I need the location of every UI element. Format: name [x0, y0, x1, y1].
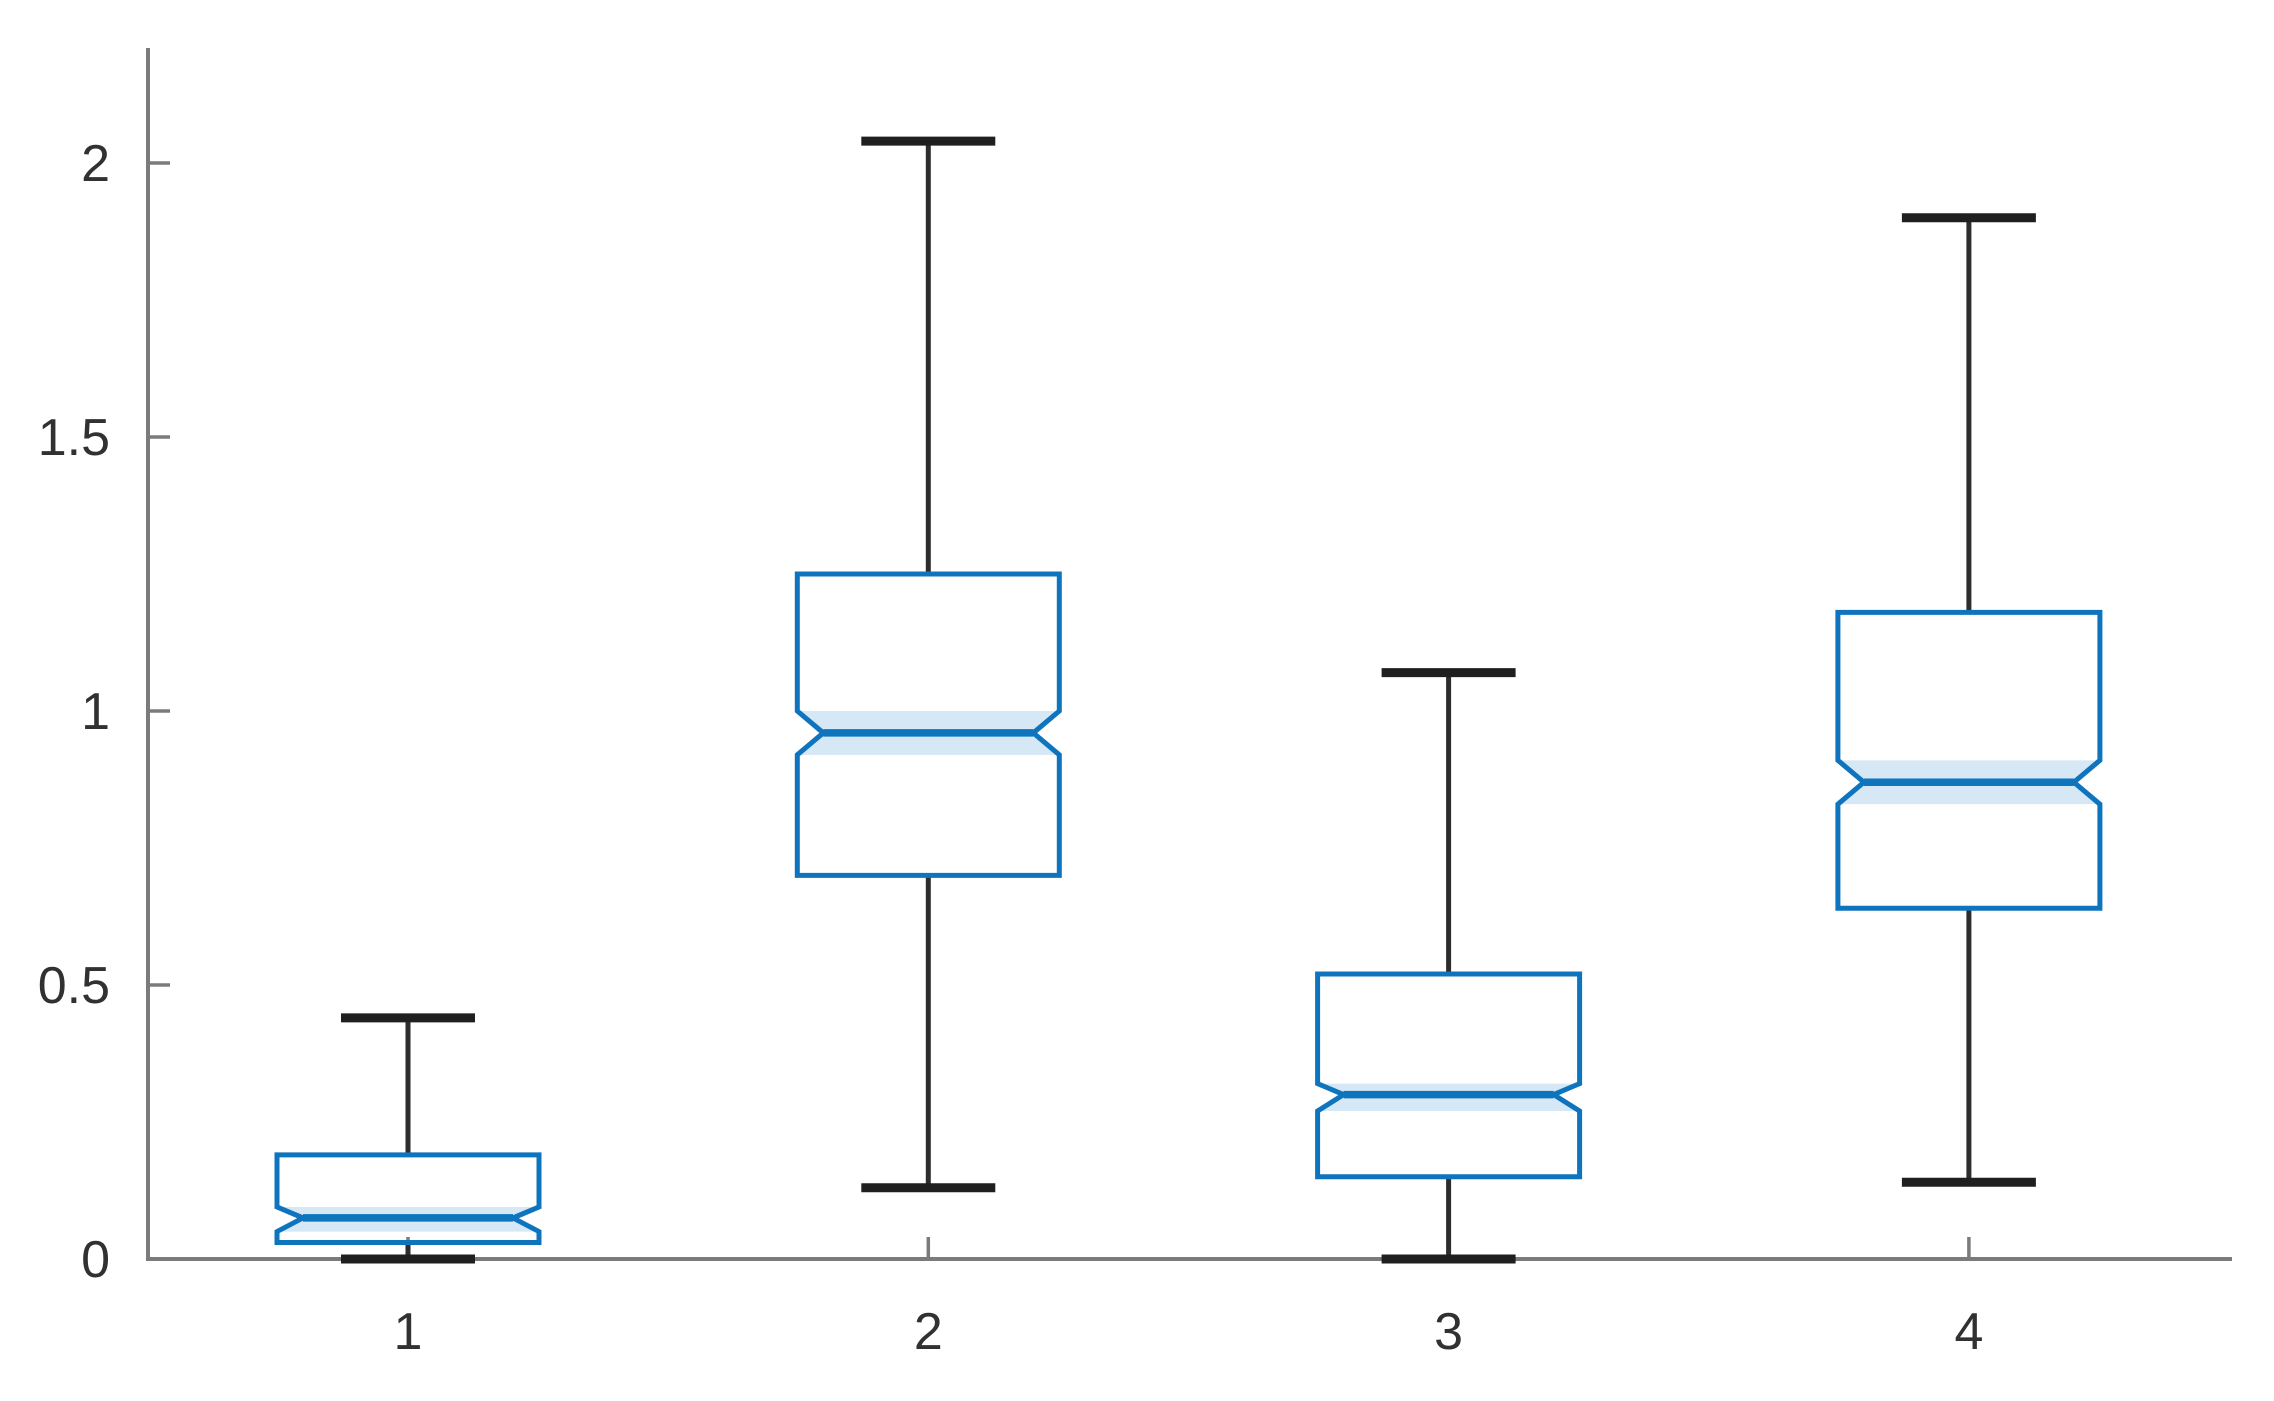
y-tick-label: 1.5	[38, 409, 110, 467]
y-tick-label: 0.5	[38, 957, 110, 1015]
y-tick-label: 1	[81, 683, 110, 741]
box-outline	[1315, 971, 1583, 1180]
x-tick-label: 4	[1954, 1303, 1983, 1361]
box-outline	[274, 1152, 542, 1246]
box-outline	[794, 571, 1062, 878]
y-tick-label: 2	[81, 135, 110, 193]
box-outline	[1835, 609, 2103, 911]
x-tick-label: 3	[1434, 1303, 1463, 1361]
y-tick-label: 0	[81, 1231, 110, 1289]
x-tick-label: 2	[914, 1303, 943, 1361]
x-tick-label: 1	[394, 1303, 423, 1361]
